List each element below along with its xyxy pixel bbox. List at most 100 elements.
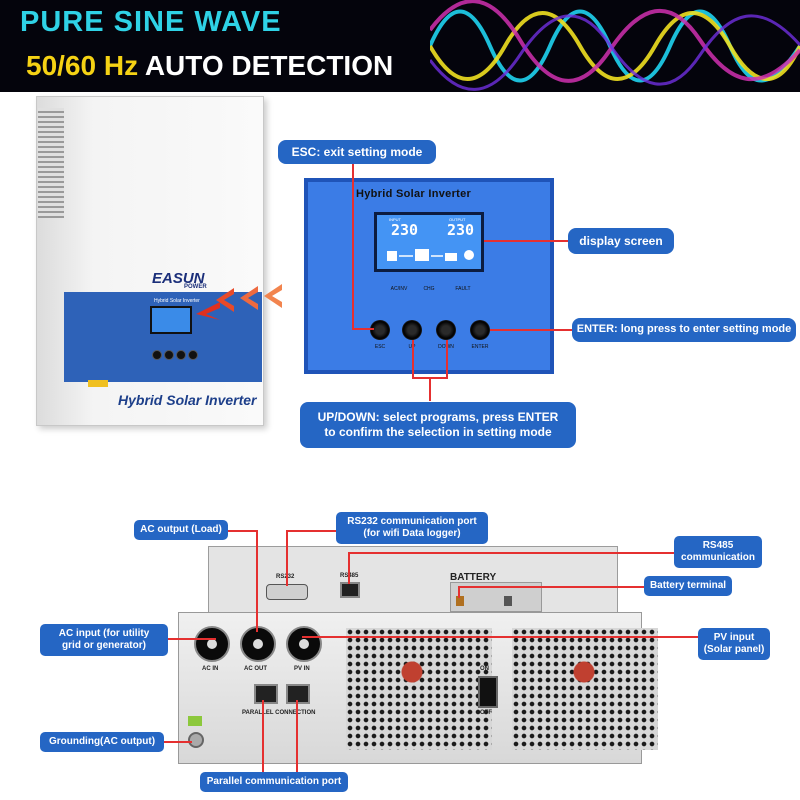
callout-ac-input-line1: AC input (for utility xyxy=(58,627,150,639)
rs232-label: RS232 xyxy=(276,574,294,580)
battery-terminal-negative xyxy=(504,596,512,606)
brand-logo-sub: POWER xyxy=(184,284,207,290)
banner-auto-detection: AUTO DETECTION xyxy=(138,50,394,81)
callout-line xyxy=(348,552,674,554)
parallel-port-1 xyxy=(254,684,278,704)
lcd-input-value: 230 xyxy=(391,221,419,239)
callout-line xyxy=(352,162,354,330)
switch-on-label: ON xyxy=(480,666,489,672)
chevron-arrows-icon xyxy=(196,284,282,320)
mini-knob xyxy=(176,350,186,360)
inverter-vent xyxy=(38,108,64,218)
warning-sticker xyxy=(88,380,108,387)
brand-logo: EASUN xyxy=(152,270,205,287)
callout-parallel-port: Parallel communication port xyxy=(200,772,348,792)
power-switch[interactable] xyxy=(478,676,498,708)
esc-button[interactable] xyxy=(370,320,390,340)
parallel-label: PARALLEL CONNECTION xyxy=(242,710,316,716)
callout-enter: ENTER: long press to enter setting mode xyxy=(572,318,796,342)
lcd-input-label: INPUT xyxy=(389,217,401,222)
lcd-power-flow-icons xyxy=(387,249,474,261)
callout-rs232-line1: RS232 communication port xyxy=(347,515,477,527)
rs232-port xyxy=(266,584,308,600)
callout-pv-input: PV input (Solar panel) xyxy=(698,628,770,660)
callout-line xyxy=(256,530,258,632)
pv-in-gland xyxy=(286,626,322,662)
callout-ac-input-line2: grid or generator) xyxy=(62,640,146,651)
callout-line xyxy=(226,530,258,532)
switch-off-label: OFF xyxy=(480,710,492,716)
mini-knob xyxy=(164,350,174,360)
ac-in-gland xyxy=(194,626,230,662)
panel-title: Hybrid Solar Inverter xyxy=(356,188,472,200)
callout-updown: UP/DOWN: select programs, press ENTER to… xyxy=(300,402,576,448)
parallel-port-2 xyxy=(286,684,310,704)
indicator-label: AC/INV xyxy=(390,286,408,292)
callout-ac-input: AC input (for utility grid or generator) xyxy=(40,624,168,656)
callout-line xyxy=(168,638,216,640)
callout-line xyxy=(262,700,264,772)
callout-rs232-line2: (for wifi Data logger) xyxy=(363,528,461,539)
lcd-output-label: OUTPUT xyxy=(449,217,466,222)
up-button-label: UP xyxy=(397,344,427,350)
battery-label: BATTERY xyxy=(450,572,497,583)
callout-updown-line1: UP/DOWN: select programs, press ENTER xyxy=(317,410,559,424)
callout-line xyxy=(162,741,192,743)
callout-line xyxy=(429,377,431,401)
callout-updown-line2: to confirm the selection in setting mode xyxy=(324,425,552,439)
callout-rs232: RS232 communication port (for wifi Data … xyxy=(336,512,488,544)
callout-line xyxy=(348,552,350,584)
enter-button-label: ENTER xyxy=(471,344,489,350)
callout-battery-terminal: Battery terminal xyxy=(644,576,732,596)
ac-out-label: AC OUT xyxy=(244,666,267,672)
callout-line xyxy=(412,340,414,378)
banner xyxy=(0,0,800,92)
mini-knob xyxy=(188,350,198,360)
lcd-display: INPUT OUTPUT 230 230 xyxy=(374,212,484,272)
callout-line xyxy=(446,340,448,378)
banner-subheadline: 50/60 Hz AUTO DETECTION xyxy=(26,50,393,82)
lcd-output-value: 230 xyxy=(447,221,475,239)
inverter-front-label: Hybrid Solar Inverter xyxy=(118,392,257,408)
up-button[interactable] xyxy=(402,320,422,340)
callout-rs485-line2: communication xyxy=(681,552,755,563)
callout-line xyxy=(352,328,374,330)
indicator-label: CHG xyxy=(423,286,435,292)
rs485-port xyxy=(340,582,360,598)
callout-esc: ESC: exit setting mode xyxy=(278,140,436,164)
banner-headline: PURE SINE WAVE xyxy=(20,6,282,38)
esc-button-label: ESC xyxy=(374,344,386,350)
unit-top-section xyxy=(208,546,618,614)
enter-button[interactable] xyxy=(470,320,490,340)
callout-line xyxy=(286,530,288,586)
callout-line xyxy=(458,586,646,588)
fan-left xyxy=(392,652,432,692)
mini-knob xyxy=(152,350,162,360)
sine-wave-graphic xyxy=(430,0,800,91)
callout-rs485-line1: RS485 xyxy=(702,539,734,551)
callout-rs485: RS485 communication xyxy=(674,536,762,568)
callout-line xyxy=(484,240,568,242)
inverter-mini-display xyxy=(150,306,192,334)
callout-grounding: Grounding(AC output) xyxy=(40,732,164,752)
indicator-label: FAULT xyxy=(455,286,471,292)
callout-ac-output: AC output (Load) xyxy=(134,520,228,540)
callout-pv-input-line2: (Solar panel) xyxy=(703,644,765,655)
control-panel xyxy=(304,178,554,374)
battery-terminal-positive xyxy=(456,596,464,606)
fan-right xyxy=(564,652,604,692)
callout-line xyxy=(286,530,348,532)
callout-display: display screen xyxy=(568,228,674,254)
inverter-panel-small-title: Hybrid Solar Inverter xyxy=(154,298,200,304)
callout-line xyxy=(302,636,698,638)
callout-line xyxy=(490,329,572,331)
pv-in-label: PV IN xyxy=(294,666,310,672)
down-button[interactable] xyxy=(436,320,456,340)
callout-line xyxy=(458,586,460,598)
callout-line xyxy=(296,700,298,772)
banner-frequency: 50/60 Hz xyxy=(26,50,139,81)
ground-sticker xyxy=(188,716,202,726)
ac-in-label: AC IN xyxy=(202,666,219,672)
ac-out-gland xyxy=(240,626,276,662)
ground-screw xyxy=(188,732,204,748)
